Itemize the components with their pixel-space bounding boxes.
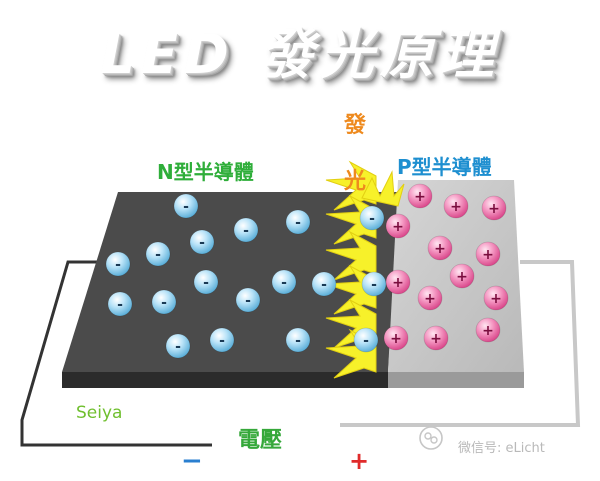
svg-text:-: - bbox=[281, 275, 287, 291]
svg-text:+: + bbox=[482, 323, 494, 339]
p-type-label: P型半導體 bbox=[397, 155, 492, 179]
svg-text:-: - bbox=[161, 295, 167, 311]
hole: + bbox=[423, 325, 449, 351]
svg-text:-: - bbox=[245, 293, 251, 309]
svg-text:+: + bbox=[434, 241, 446, 257]
hole: + bbox=[449, 263, 475, 289]
svg-text:+: + bbox=[424, 291, 436, 307]
svg-text:-: - bbox=[155, 247, 161, 263]
electron: - bbox=[189, 229, 215, 255]
n-region-top bbox=[62, 192, 400, 372]
positive-terminal-label: + bbox=[349, 447, 370, 475]
svg-text:+: + bbox=[482, 247, 494, 263]
svg-text:-: - bbox=[117, 297, 123, 313]
light-label-light: 光 bbox=[344, 169, 367, 194]
hole: + bbox=[483, 285, 509, 311]
electron: - bbox=[235, 287, 261, 313]
svg-text:-: - bbox=[295, 333, 301, 349]
n-type-label: N型半導體 bbox=[157, 160, 254, 184]
svg-text:+: + bbox=[450, 199, 462, 215]
hole: + bbox=[407, 183, 433, 209]
svg-text:+: + bbox=[488, 201, 500, 217]
hole: + bbox=[443, 193, 469, 219]
svg-text:-: - bbox=[203, 275, 209, 291]
page-title: LED 發光原理 bbox=[100, 23, 500, 86]
electron: - bbox=[285, 327, 311, 353]
svg-text:+: + bbox=[414, 189, 426, 205]
hole: + bbox=[427, 235, 453, 261]
electron: - bbox=[151, 289, 177, 315]
hole: + bbox=[475, 317, 501, 343]
p-region-front bbox=[388, 372, 524, 388]
light-burst bbox=[325, 264, 377, 315]
electron: - bbox=[311, 271, 337, 297]
hole: + bbox=[385, 213, 411, 239]
svg-text:-: - bbox=[243, 223, 249, 239]
hole: + bbox=[481, 195, 507, 221]
svg-text:-: - bbox=[175, 339, 181, 355]
svg-text:-: - bbox=[363, 333, 369, 349]
wire-negative bbox=[20, 260, 212, 447]
svg-text:+: + bbox=[390, 331, 402, 347]
svg-text:-: - bbox=[183, 199, 189, 215]
watermark-text: 微信号: eLicht bbox=[458, 441, 545, 456]
svg-text:-: - bbox=[369, 211, 375, 227]
electron: - bbox=[361, 271, 387, 297]
electron: - bbox=[105, 251, 131, 277]
wire-positive bbox=[340, 260, 581, 427]
seiya-label: Seiya bbox=[76, 403, 123, 423]
hole: + bbox=[383, 325, 409, 351]
svg-text:-: - bbox=[321, 277, 327, 293]
holes: + + + + + + + + + + + + + bbox=[383, 183, 509, 351]
electrons: - - - - - - - - - - - - - - - - - - bbox=[105, 193, 387, 359]
svg-text:-: - bbox=[199, 235, 205, 251]
svg-text:+: + bbox=[430, 331, 442, 347]
hole: + bbox=[475, 241, 501, 267]
svg-text:+: + bbox=[392, 275, 404, 291]
light-label-emit: 發 bbox=[344, 113, 367, 138]
svg-text:-: - bbox=[219, 333, 225, 349]
n-region-front bbox=[62, 372, 388, 388]
voltage-label: 電壓 bbox=[238, 428, 283, 453]
electron: - bbox=[107, 291, 133, 317]
svg-text:-: - bbox=[371, 277, 377, 293]
svg-text:-: - bbox=[295, 215, 301, 231]
electron: - bbox=[193, 269, 219, 295]
light-burst bbox=[361, 170, 405, 207]
electron: - bbox=[165, 333, 191, 359]
negative-terminal-label: − bbox=[181, 446, 203, 476]
svg-text:+: + bbox=[456, 269, 468, 285]
electron: - bbox=[233, 217, 259, 243]
svg-text:+: + bbox=[392, 219, 404, 235]
light-burst bbox=[325, 194, 377, 245]
electron: - bbox=[359, 205, 385, 231]
hole: + bbox=[385, 269, 411, 295]
electron: - bbox=[353, 327, 379, 353]
svg-text:-: - bbox=[115, 257, 121, 273]
hole: + bbox=[417, 285, 443, 311]
electron: - bbox=[285, 209, 311, 235]
wechat-icon bbox=[419, 426, 443, 450]
electron: - bbox=[173, 193, 199, 219]
electron: - bbox=[209, 327, 235, 353]
svg-text:+: + bbox=[490, 291, 502, 307]
electron: - bbox=[271, 269, 297, 295]
electron: - bbox=[145, 241, 171, 267]
